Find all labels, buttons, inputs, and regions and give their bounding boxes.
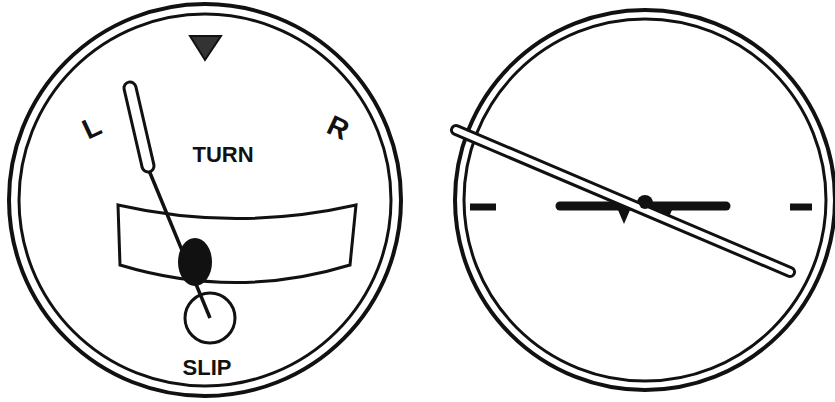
needle-head	[130, 88, 148, 166]
reference-tick	[470, 204, 496, 211]
inclinometer-tube	[118, 205, 356, 283]
inner-ring	[19, 14, 391, 386]
turn-needle	[148, 168, 210, 318]
instrument-label: SLIP	[183, 357, 232, 379]
reference-tick	[790, 204, 812, 211]
outer-ring	[455, 10, 835, 390]
turn-slip-indicator	[9, 4, 401, 396]
instrument-label: TURN	[192, 144, 253, 166]
attitude-indicator	[455, 10, 835, 390]
outer-ring	[9, 4, 401, 396]
horizon-bar-fill	[456, 130, 790, 272]
center-marker	[190, 36, 221, 60]
needle-head-fill	[130, 88, 148, 166]
instrument-label: L	[78, 112, 105, 145]
aircraft-center-top	[639, 197, 651, 209]
inner-ring	[464, 19, 826, 381]
horizon-bar	[456, 130, 790, 272]
instrument-label: R	[323, 111, 353, 145]
